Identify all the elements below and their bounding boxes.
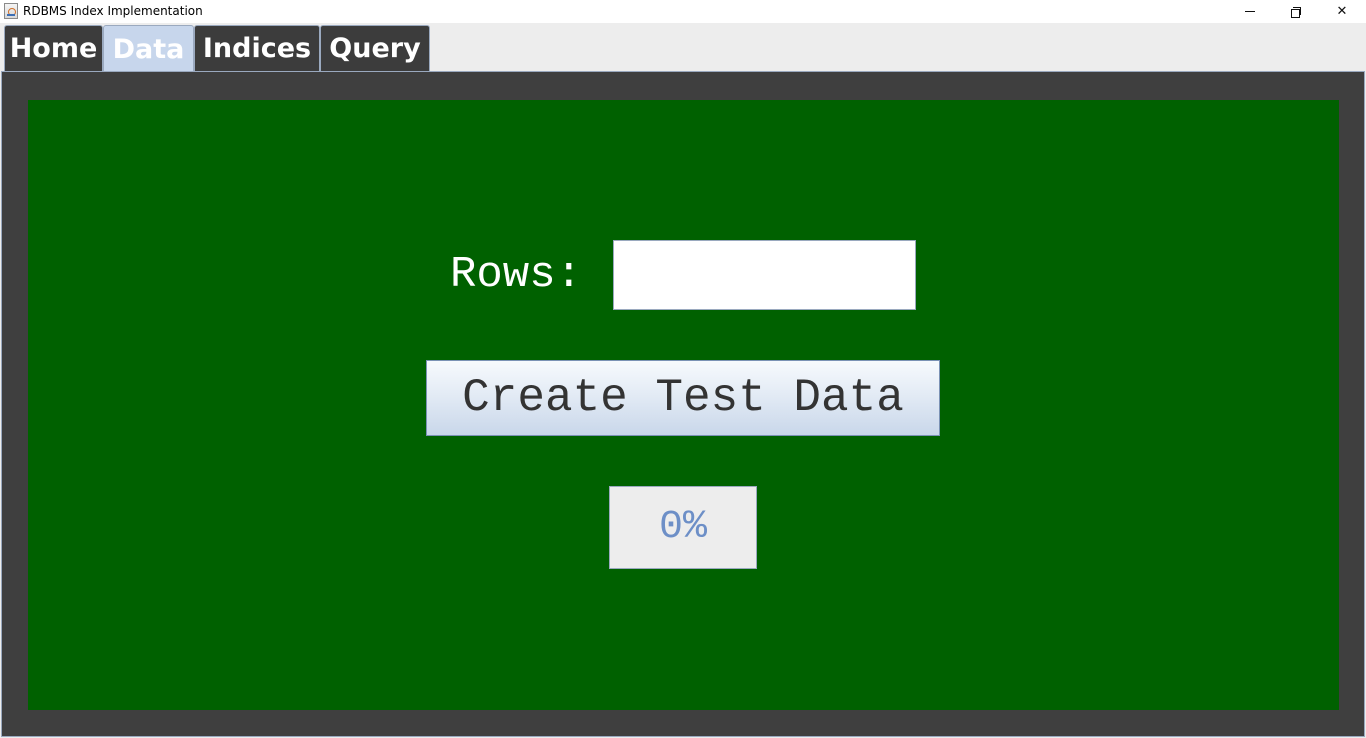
- window-title: RDBMS Index Implementation: [23, 4, 203, 18]
- minimize-icon: [1245, 11, 1255, 12]
- tab-query[interactable]: Query: [320, 25, 430, 71]
- close-button[interactable]: ✕: [1319, 0, 1365, 23]
- tab-indices[interactable]: Indices: [194, 25, 320, 71]
- java-cup-icon: [4, 3, 18, 19]
- create-test-data-button[interactable]: Create Test Data: [426, 360, 940, 436]
- data-panel: Rows: Create Test Data 0%: [28, 100, 1339, 710]
- rows-label: Rows:: [450, 250, 583, 300]
- close-icon: ✕: [1336, 4, 1348, 19]
- progress-indicator: 0%: [609, 486, 757, 569]
- tab-home[interactable]: Home: [4, 25, 103, 71]
- title-bar[interactable]: RDBMS Index Implementation ✕: [0, 0, 1366, 23]
- tab-content-frame: Rows: Create Test Data 0%: [1, 71, 1365, 737]
- minimize-button[interactable]: [1227, 0, 1273, 23]
- tab-bar: Home Data Indices Query: [0, 23, 1366, 72]
- rows-input[interactable]: [613, 240, 916, 310]
- tab-data[interactable]: Data: [103, 25, 194, 72]
- restore-button[interactable]: [1273, 0, 1319, 23]
- restore-icon: [1291, 6, 1301, 18]
